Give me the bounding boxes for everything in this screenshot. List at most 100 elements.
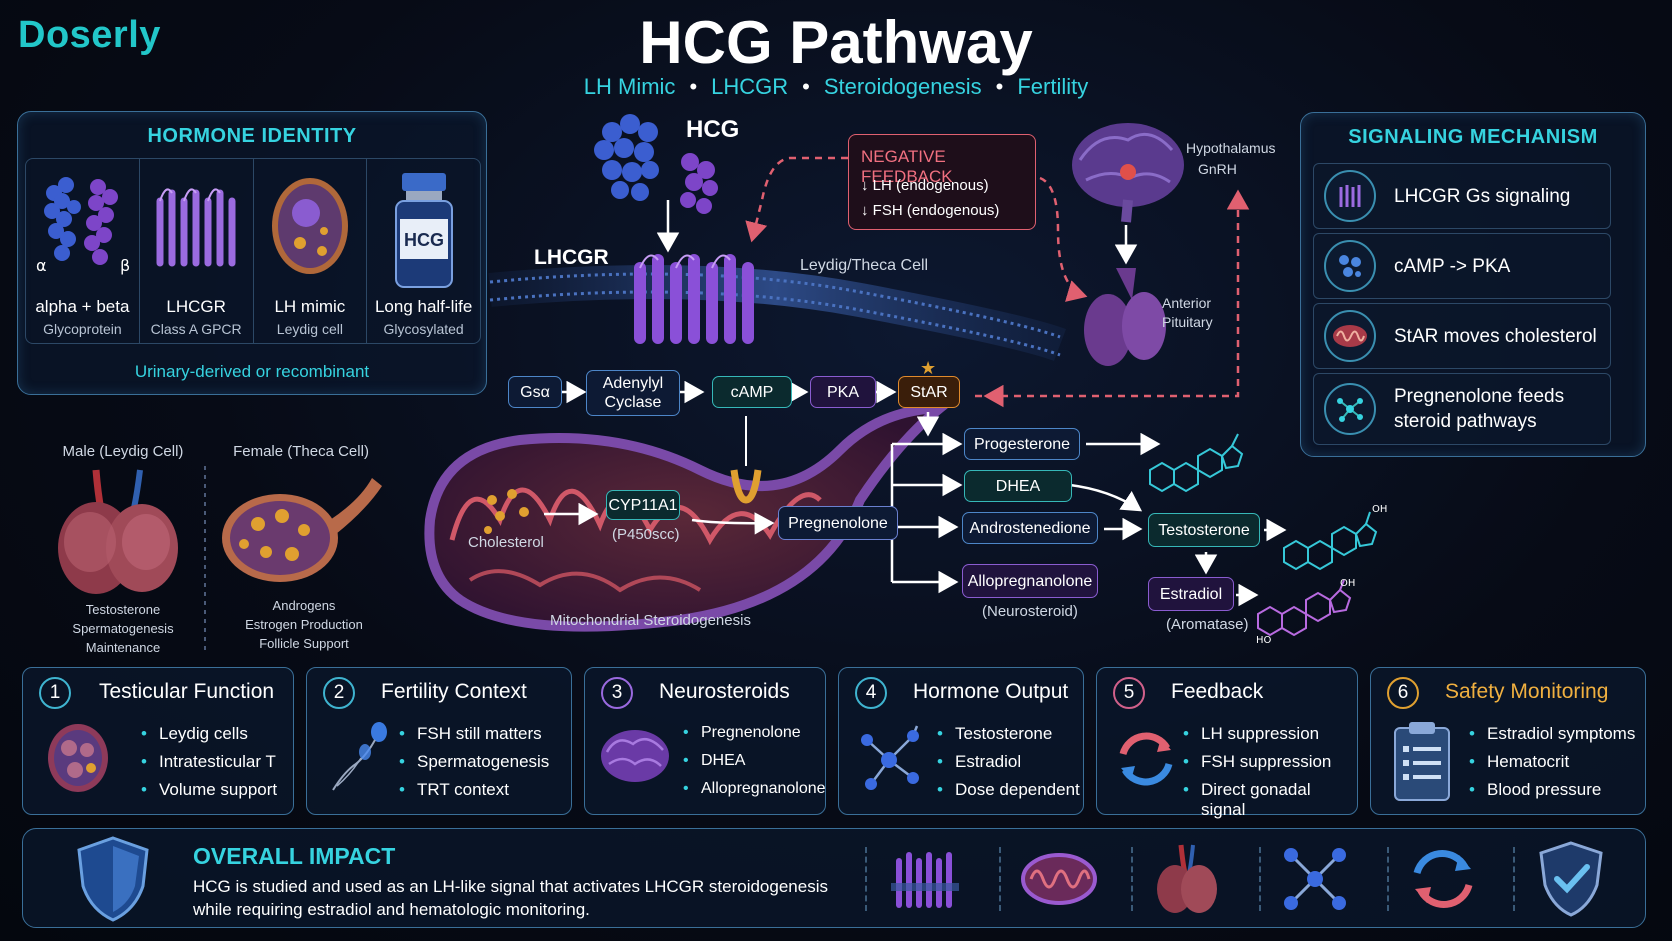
signaling-text: StAR moves cholesterol [1394,325,1597,347]
impact-text: HCG is studied and used as an LH-like si… [193,877,828,919]
glycoprotein-icon: α β [36,177,131,275]
pituitary-label-1: Anterior [1162,295,1212,311]
cycle-icon [1413,849,1473,909]
card-number: 1 [39,677,71,709]
subtitle-item: LHCGR [711,74,789,99]
card-title: Hormone Output [913,680,1069,703]
pituitary-icon [1084,268,1166,366]
card-number: 6 [1387,677,1419,709]
testis-icon [1157,844,1217,913]
female-line: Estrogen Production [245,617,363,632]
testosterone-box: Testosterone [1148,513,1260,547]
signaling-mechanism-panel: SIGNALING MECHANISM LHCGR Gs signaling c… [1300,112,1646,457]
signaling-row: cAMP -> PKA [1313,233,1611,299]
gnrh-label: GnRH [1198,161,1237,177]
clipboard-icon [1394,722,1450,801]
male-title: Male (Leydig Cell) [62,443,184,460]
male-line: Spermatogenesis [72,621,174,636]
signaling-row: StAR moves cholesterol [1313,303,1611,369]
card-item: Allopregnanolone [683,780,826,808]
cycle-icon [1119,732,1173,786]
pregnenolone-box: Pregnenolone [778,506,898,540]
receptor-icon [1324,170,1376,222]
membrane-label: Leydig/Theca Cell [800,257,929,274]
cell-icon [271,178,348,274]
identity-cell-receptor: LHCGR Class A GPCR [140,159,254,343]
shield-icon [77,836,149,922]
molecule-icon [861,725,919,790]
card-number: 3 [601,677,633,709]
identity-cell-cell: LH mimic Leydig cell [254,159,368,343]
card-item: Dose dependent [937,780,1080,808]
mitochondrion-icon [424,402,955,632]
hcg-label: HCG [686,116,740,143]
card-testicular-function: 1 Testicular Function Leydig cells Intra… [22,667,294,815]
signaling-row: Pregnenolone feeds steroid pathways [1313,373,1611,445]
card-item: Spermatogenesis [399,752,549,780]
shield-check-icon [1539,841,1603,917]
hormone-identity-footer: Urinary-derived or recombinant [134,362,370,381]
negative-feedback-item: ↓ LH (endogenous) [861,177,989,194]
identity-cell-vial: HCG Long half-life Glycosylated [367,159,480,343]
card-item: Blood pressure [1469,780,1635,808]
card-neurosteroids: 3 Neurosteroids Pregnenolone DHEA Allopr… [584,667,826,815]
brain-icon [601,730,669,782]
identity-main: Long half-life [374,297,473,316]
card-item: FSH suppression [1183,752,1357,780]
gs-alpha-box: Gsα [508,376,562,408]
card-item: Testosterone [937,724,1080,752]
card-item: Hematocrit [1469,752,1635,780]
signaling-mechanism-title: SIGNALING MECHANISM [1348,126,1598,148]
signaling-text: Pregnenolone feeds steroid pathways [1394,386,1565,432]
mitochondria-icon [1324,310,1376,362]
card-safety-monitoring: 6 Safety Monitoring Estradiol symptoms H… [1370,667,1646,815]
male-testis-icon [58,469,178,594]
negative-feedback-item: ↓ FSH (endogenous) [861,202,1000,219]
signaling-text: LHCGR Gs signaling [1394,185,1571,207]
sperm-icon [332,722,387,791]
testis-cell-icon [48,724,108,792]
cyp11a1-sub: (P450scc) [612,526,680,543]
card-number: 5 [1113,677,1145,709]
receptor-icon [156,188,236,267]
beta-label: β [120,256,130,275]
card-fertility-context: 2 Fertility Context FSH still matters Sp… [306,667,572,815]
card-item: Volume support [141,780,277,808]
lhcgr-receptor-icon [634,254,754,344]
identity-sub: Glycosylated [383,321,464,337]
hypothalamus-label: Hypothalamus [1186,140,1276,156]
allopregnanolone-box: Allopregnanolone [962,564,1098,598]
identity-main: LHCGR [166,297,226,316]
negative-feedback-title: NEGATIVE FEEDBACK [861,147,953,186]
oh-label: OH [1340,578,1355,589]
hormone-identity-grid: α β alpha + beta Glycoprotein LHCGR Clas… [25,158,481,344]
star-channel-icon [730,469,762,504]
androstenedione-box: Androstenedione [962,512,1098,544]
card-item: LH suppression [1183,724,1357,752]
page-title: HCG Pathway [639,9,1033,76]
male-line: Maintenance [85,640,161,655]
neurosteroid-label: (Neurosteroid) [982,603,1078,620]
hormone-identity-title: HORMONE IDENTITY [147,125,357,147]
card-item: Pregnenolone [683,724,826,752]
identity-sub: Class A GPCR [150,321,242,337]
dhea-box: DHEA [964,470,1072,502]
identity-sub: Leydig cell [276,321,343,337]
female-title: Female (Theca Cell) [233,443,369,460]
receptor-icon [891,852,959,908]
vial-label: HCG [404,230,444,250]
card-feedback: 5 Feedback LH suppression FSH suppressio… [1096,667,1358,819]
subtitle-item: Fertility [1017,74,1089,99]
card-title: Neurosteroids [659,680,790,703]
card-title: Fertility Context [381,680,527,703]
overall-impact-panel: OVERALL IMPACT HCG is studied and used a… [22,828,1646,928]
signaling-row: LHCGR Gs signaling [1313,163,1611,229]
progesterone-box: Progesterone [964,428,1080,460]
card-title: Safety Monitoring [1445,680,1609,703]
star-box: StAR [898,376,960,408]
female-line: Follicle Support [259,636,349,651]
hypothalamus-brain-icon [1072,123,1184,223]
alpha-label: α [36,256,47,275]
page-subtitle: LH Mimic•LHCGR•Steroidogenesis•Fertility [583,74,1089,99]
